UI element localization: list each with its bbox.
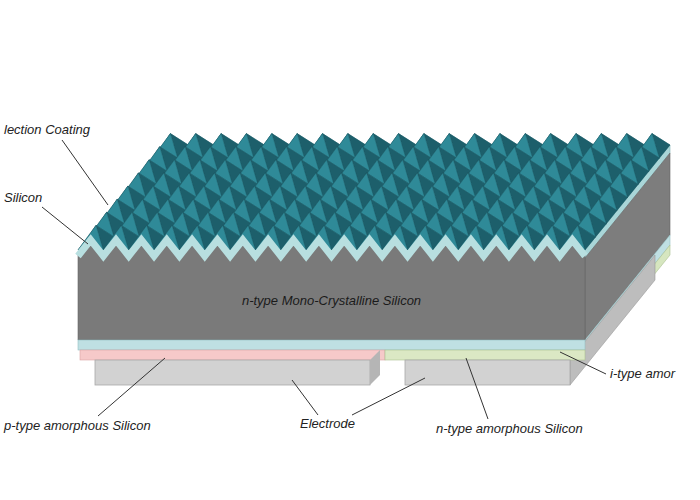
leader-line: [292, 380, 318, 415]
electrode-left-side: [370, 350, 380, 385]
leader-line: [560, 352, 606, 374]
pyramid-texture: [78, 134, 670, 250]
i-layer-band: [78, 240, 585, 256]
part-label: Electrode: [300, 416, 355, 431]
leader-line: [62, 140, 108, 205]
leader-line: [98, 358, 165, 416]
region-label: n-type Mono-Crystalline Silicon: [242, 293, 421, 308]
back-i-layer: [78, 340, 585, 350]
electrode-right: [405, 360, 570, 385]
part-label: n-type amorphous Silicon: [436, 421, 583, 436]
leader-line: [352, 378, 425, 415]
part-label: i-type amor: [610, 366, 675, 381]
part-label: Silicon: [4, 190, 42, 205]
wafer-region: n-type Mono-Crystalline Silicon: [78, 262, 585, 338]
n-amorphous-layer: [385, 350, 585, 360]
part-label: p-type amorphous Silicon: [4, 418, 151, 433]
textured-surface: [78, 145, 670, 250]
leader-line: [466, 358, 488, 419]
part-label: lection Coating: [4, 122, 90, 137]
wafer-front-face: [78, 237, 585, 340]
leader-line: [42, 207, 88, 244]
p-amorphous-layer: [80, 350, 385, 360]
electrode-left: [95, 360, 370, 385]
